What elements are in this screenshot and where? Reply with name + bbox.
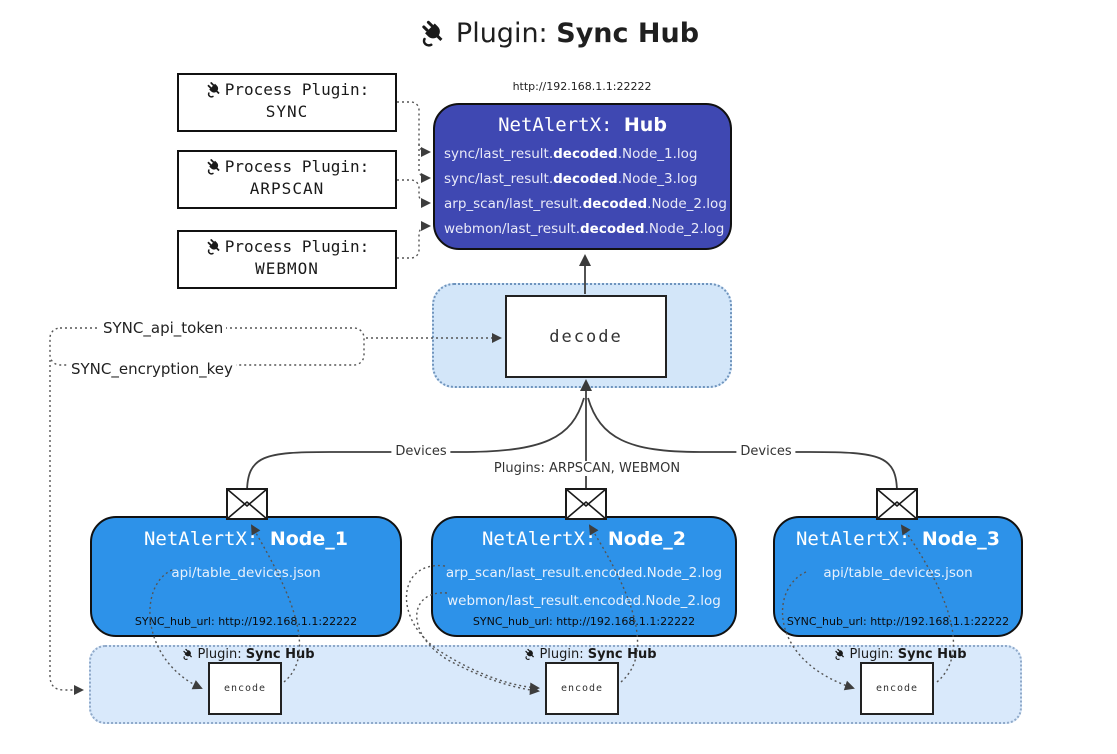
node-sync-hub-url: SYNC_hub_url: http://192.168.1.1:22222	[472, 615, 696, 628]
node-box-node-2: NetAlertX: Node_2 arp_scan/last_result.e…	[431, 516, 737, 637]
node-file: webmon/last_result.encoded.Node_2.log	[447, 593, 721, 609]
plug-icon	[418, 19, 448, 49]
process-plugin-name-arpscan: ARPSCAN	[249, 179, 325, 198]
encode-box-node-3: encode	[860, 662, 934, 715]
plug-icon	[833, 648, 846, 661]
node-file-list: api/table_devices.json	[92, 559, 400, 587]
edge-label-devices-right: Devices	[736, 444, 796, 459]
decode-box: decode	[505, 295, 667, 378]
node-sync-hub-url: SYNC_hub_url: http://192.168.1.1:22222	[134, 615, 358, 628]
plug-icon	[205, 158, 223, 176]
plug-icon	[205, 238, 223, 256]
hub-log-list: sync/last_result.decoded.Node_1.log sync…	[435, 142, 730, 242]
node-file-list: arp_scan/last_result.encoded.Node_2.log …	[433, 559, 735, 615]
node-file: api/table_devices.json	[171, 565, 321, 581]
encode-box-node-2: encode	[545, 662, 619, 715]
node-sync-hub-url: SYNC_hub_url: http://192.168.1.1:22222	[786, 615, 1010, 628]
envelope-icon	[565, 488, 607, 520]
page-title-text: Plugin: Sync Hub	[456, 18, 699, 49]
hub-title: NetAlertX: Hub	[435, 114, 730, 138]
encode-box-node-1: encode	[208, 662, 282, 715]
process-plugin-box-webmon: Process Plugin: WEBMON	[177, 230, 397, 289]
title-prefix: Plugin:	[455, 18, 548, 49]
sync-encryption-key-label: SYNC_encryption_key	[68, 360, 236, 378]
hub-log-line: webmon/last_result.decoded.Node_2.log	[444, 221, 725, 237]
band-plugin-label: Plugin: Sync Hub	[833, 647, 967, 662]
hub-url: http://192.168.1.1:22222	[512, 80, 652, 93]
node-title: NetAlertX: Node_3	[795, 528, 1000, 550]
plug-icon	[181, 648, 194, 661]
node-file-list: api/table_devices.json	[775, 559, 1021, 587]
edge-process-plugins-to-hub	[397, 101, 431, 259]
band-plugin-label: Plugin: Sync Hub	[181, 647, 315, 662]
title-name: Sync Hub	[556, 18, 700, 49]
plug-icon	[523, 648, 536, 661]
plug-icon	[205, 81, 223, 99]
node-file: api/table_devices.json	[823, 565, 973, 581]
envelope-icon	[226, 488, 268, 520]
process-plugin-label: Process Plugin:	[224, 157, 370, 176]
hub-log-line: arp_scan/last_result.decoded.Node_2.log	[444, 196, 727, 212]
process-plugin-label: Process Plugin:	[224, 80, 370, 99]
node-title: NetAlertX: Node_1	[143, 528, 348, 550]
process-plugin-name-webmon: WEBMON	[255, 259, 319, 278]
node-file: arp_scan/last_result.encoded.Node_2.log	[445, 565, 723, 581]
edge-label-devices-left: Devices	[391, 444, 451, 459]
hub-title-name: Hub	[623, 114, 667, 136]
hub-title-prefix: NetAlertX:	[498, 114, 613, 136]
envelope-icon	[876, 488, 918, 520]
edge-label-plugins-center: Plugins: ARPSCAN, WEBMON	[489, 461, 685, 476]
node-box-node-1: NetAlertX: Node_1 api/table_devices.json…	[90, 516, 402, 637]
hub-box: NetAlertX: Hub sync/last_result.decoded.…	[433, 103, 732, 250]
process-plugin-box-sync: Process Plugin: SYNC	[177, 73, 397, 132]
node-title: NetAlertX: Node_2	[481, 528, 686, 550]
hub-log-line: sync/last_result.decoded.Node_3.log	[444, 171, 698, 187]
hub-log-line: sync/last_result.decoded.Node_1.log	[444, 146, 698, 162]
band-plugin-label: Plugin: Sync Hub	[523, 647, 657, 662]
process-plugin-label: Process Plugin:	[224, 237, 370, 256]
process-plugin-name-sync: SYNC	[265, 102, 309, 121]
edge-nodes-to-decode	[246, 379, 898, 494]
sync-api-token-label: SYNC_api_token	[100, 319, 227, 337]
process-plugin-box-arpscan: Process Plugin: ARPSCAN	[177, 150, 397, 209]
node-box-node-3: NetAlertX: Node_3 api/table_devices.json…	[773, 516, 1023, 637]
page-title: Plugin: Sync Hub	[0, 18, 1117, 49]
